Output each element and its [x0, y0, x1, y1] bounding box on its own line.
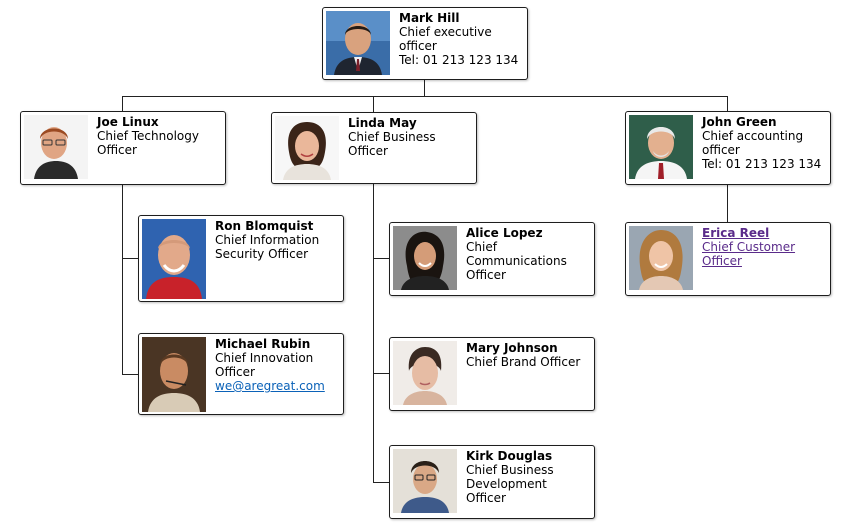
- connector-ron-branch: [122, 258, 139, 259]
- person-name: Joe Linux: [97, 115, 159, 129]
- avatar: [142, 337, 206, 412]
- person-title: Chief Innovation: [215, 351, 314, 365]
- person-name: John Green: [702, 115, 777, 129]
- person-title-cont: Officer: [97, 143, 137, 157]
- avatar: [24, 115, 88, 179]
- person-title: Chief executive officer: [399, 25, 492, 53]
- avatar: [393, 341, 457, 405]
- org-card-mary-johnson[interactable]: Mary Johnson Chief Brand Officer: [389, 337, 595, 411]
- person-title: Chief Technology: [97, 129, 199, 143]
- connector-kirk-branch: [373, 482, 390, 483]
- person-title: Chief Business Officer: [348, 130, 436, 158]
- person-title-cont: Security Officer: [215, 247, 309, 261]
- person-title-link[interactable]: Chief Customer Officer: [702, 240, 796, 268]
- connector-john-up: [727, 96, 728, 112]
- connector-top-bus: [122, 96, 728, 97]
- person-phone: Tel: 01 213 123 134: [399, 53, 519, 67]
- org-card-erica-reel[interactable]: Erica Reel Chief Customer Officer: [625, 222, 831, 296]
- org-card-linda-may[interactable]: Linda May Chief Business Officer: [271, 112, 477, 184]
- person-title-cont: Officer: [215, 365, 255, 379]
- connector-alice-branch: [373, 258, 390, 259]
- org-card-kirk-douglas[interactable]: Kirk Douglas Chief Business Development …: [389, 445, 595, 519]
- person-name: Michael Rubin: [215, 337, 311, 351]
- avatar: [393, 449, 457, 513]
- person-name-link[interactable]: Erica Reel: [702, 226, 770, 240]
- connector-john-trunk: [727, 184, 728, 223]
- person-title: Chief Communications: [466, 240, 567, 268]
- connector-joe-trunk: [122, 184, 123, 375]
- avatar: [629, 226, 693, 290]
- avatar: [142, 219, 206, 299]
- connector-ceo-down: [424, 79, 425, 96]
- avatar: [393, 226, 457, 290]
- connector-joe-up: [122, 96, 123, 112]
- avatar: [326, 11, 390, 75]
- person-title: Chief Information: [215, 233, 320, 247]
- connector-linda-trunk: [373, 183, 374, 483]
- connector-michael-branch: [122, 374, 139, 375]
- connector-mary-branch: [373, 373, 390, 374]
- person-name: Mary Johnson: [466, 341, 558, 355]
- person-title-cont: officer: [702, 143, 740, 157]
- person-name: Kirk Douglas: [466, 449, 553, 463]
- org-card-alice-lopez[interactable]: Alice Lopez Chief Communications Officer: [389, 222, 595, 296]
- org-card-ron-blomquist[interactable]: Ron Blomquist Chief Information Security…: [138, 215, 344, 302]
- person-name: Mark Hill: [399, 11, 460, 25]
- person-title: Chief Business: [466, 463, 554, 477]
- org-card-joe-linux[interactable]: Joe Linux Chief Technology Officer: [20, 111, 226, 185]
- connector-linda-up: [373, 96, 374, 112]
- person-title-cont: Officer: [466, 268, 506, 282]
- person-phone: Tel: 01 213 123 134: [702, 157, 822, 171]
- avatar: [275, 116, 339, 180]
- person-title: Chief accounting: [702, 129, 804, 143]
- email-link[interactable]: we@aregreat.com: [215, 379, 325, 393]
- person-name: Ron Blomquist: [215, 219, 314, 233]
- person-title: Chief Brand Officer: [466, 355, 581, 369]
- person-name: Alice Lopez: [466, 226, 543, 240]
- person-name: Linda May: [348, 116, 417, 130]
- org-card-michael-rubin[interactable]: Michael Rubin Chief Innovation Officer w…: [138, 333, 344, 415]
- org-card-john-green[interactable]: John Green Chief accounting officer Tel:…: [625, 111, 831, 185]
- org-card-mark-hill[interactable]: Mark Hill Chief executive officer Tel: 0…: [322, 7, 528, 80]
- avatar: [629, 115, 693, 179]
- person-title-cont: Development Officer: [466, 477, 547, 505]
